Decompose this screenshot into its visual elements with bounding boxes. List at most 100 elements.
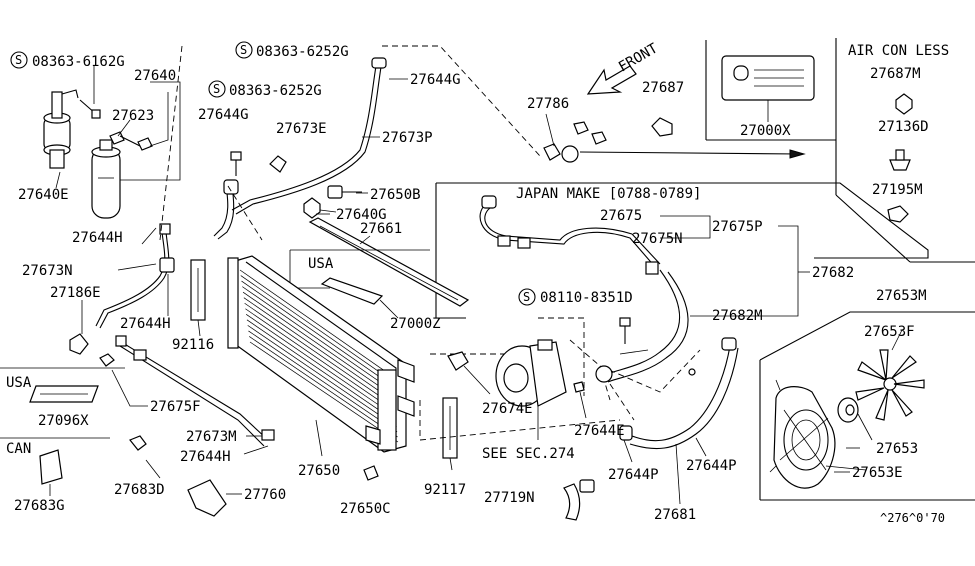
label-08363-6252g-b: 08363-6252G — [229, 83, 322, 99]
label-27786: 27786 — [527, 96, 569, 112]
fan-blade — [855, 329, 925, 421]
label-27650b: 27650B — [370, 187, 421, 203]
label-27644h-b: 27644H — [120, 316, 171, 332]
screw-symbol-1: S — [10, 51, 28, 69]
part-labels: 08363-6162G 27640 27623 27640E 08363-625… — [14, 44, 929, 523]
label-27000z — [289, 249, 430, 319]
condenser-fin — [249, 336, 398, 438]
label-27673e: 27673E — [276, 121, 327, 137]
label-92116: 92116 — [172, 337, 214, 353]
leaders-drier — [55, 66, 181, 189]
label-08363-6162g: 08363-6162G — [32, 54, 125, 70]
label-27644h-a: 27644H — [72, 230, 123, 246]
label-27687m: 27687M — [870, 66, 921, 82]
hose-27681 — [619, 337, 739, 505]
bolt-27650b — [327, 185, 362, 199]
label-27653f: 27653F — [864, 324, 915, 340]
seal-strip-27661 — [308, 217, 470, 307]
fan-shroud — [769, 379, 836, 489]
label-27186e: 27186E — [50, 285, 101, 301]
label-27640: 27640 — [134, 68, 176, 84]
compressor — [495, 339, 567, 440]
bolt-small-1 — [79, 99, 101, 119]
label-27681: 27681 — [654, 507, 696, 523]
condenser-fin — [240, 275, 393, 382]
condenser-fin — [245, 314, 396, 417]
pipe-27673n — [95, 223, 175, 329]
note-usa-condenser: USA — [308, 256, 334, 272]
label-27644e: 27644E — [574, 423, 625, 439]
label-27687: 27687 — [642, 80, 684, 96]
pipe-27673e — [213, 179, 239, 240]
label-08363-6252g-a: 08363-6252G — [256, 44, 349, 60]
label-27650: 27650 — [298, 463, 340, 479]
air-con-less-parts — [887, 93, 913, 223]
note-front: FRONT — [616, 40, 661, 75]
clip-27683d — [129, 435, 147, 451]
label-27683g: 27683G — [14, 498, 65, 514]
label-27675: 27675 — [600, 208, 642, 224]
condenser-fin — [242, 291, 395, 397]
front-arrow — [586, 65, 637, 95]
bolt-small-2 — [230, 151, 242, 176]
condenser-fin — [239, 269, 393, 377]
hose-27719n — [563, 479, 595, 521]
condenser-fin — [245, 308, 396, 412]
label-27644p-a: 27644P — [608, 467, 659, 483]
screw-symbol-3: S — [208, 80, 226, 98]
condenser-fin — [243, 297, 395, 402]
drier-bracket — [43, 89, 79, 169]
bracket-92117 — [442, 397, 458, 471]
pipe-27673m — [115, 335, 275, 447]
bracket-27683g — [39, 449, 63, 496]
label-27644g-b: 27644G — [198, 107, 249, 123]
bolt-08110 — [619, 317, 631, 344]
fitting-27644e — [573, 381, 587, 419]
label-27674e: 27674E — [482, 401, 533, 417]
screw-symbol-3-text: S — [213, 82, 220, 96]
condenser-fin — [242, 286, 394, 392]
condenser-fin — [244, 302, 395, 407]
leaders-left — [117, 227, 269, 479]
clamp-27650c — [363, 465, 379, 481]
nut-27640g — [303, 197, 337, 219]
screw-symbol-4: S — [518, 288, 536, 306]
label-27675p: 27675P — [712, 219, 763, 235]
label-27195m: 27195M — [872, 182, 923, 198]
bracket-27186e — [69, 300, 89, 355]
label-27675n: 27675N — [632, 231, 683, 247]
label-92117: 92117 — [424, 482, 466, 498]
condenser-fin — [249, 341, 399, 443]
label-27000x: 27000X — [740, 123, 791, 139]
label-27653m: 27653M — [876, 288, 927, 304]
note-ref-code: ^276^0'70 — [880, 511, 945, 525]
condenser-fin — [247, 325, 397, 428]
label-27719n: 27719N — [484, 490, 535, 506]
label-27673m: 27673M — [186, 429, 237, 445]
dashed-routing — [159, 45, 701, 441]
hose-27682 — [595, 269, 689, 383]
leaders-japan — [660, 215, 810, 317]
screw-symbol-2: S — [235, 41, 253, 59]
label-27644g-a: 27644G — [410, 72, 461, 88]
label-27000z: 27000Z — [390, 316, 441, 332]
label-27136d: 27136D — [878, 119, 929, 135]
pipe-27675 — [479, 195, 661, 275]
label-08110-8351d: 08110-8351D — [540, 290, 633, 306]
note-can: CAN — [6, 441, 31, 457]
label-27683d: 27683D — [114, 482, 165, 498]
fan-motor-27653 — [825, 397, 873, 471]
label-27673n: 27673N — [22, 263, 73, 279]
condenser-fin — [241, 280, 394, 387]
clip-27687 — [651, 117, 673, 137]
label-27644h-c: 27644H — [180, 449, 231, 465]
label-27096x: 27096X — [38, 413, 89, 429]
label-27653: 27653 — [876, 441, 918, 457]
label-27682m: 27682M — [712, 308, 763, 324]
clip-27675f — [99, 353, 148, 407]
bracket-27760 — [187, 479, 242, 517]
label-27640e: 27640E — [18, 187, 69, 203]
label-27000x — [721, 55, 815, 122]
screw-symbol-2-text: S — [240, 43, 247, 57]
